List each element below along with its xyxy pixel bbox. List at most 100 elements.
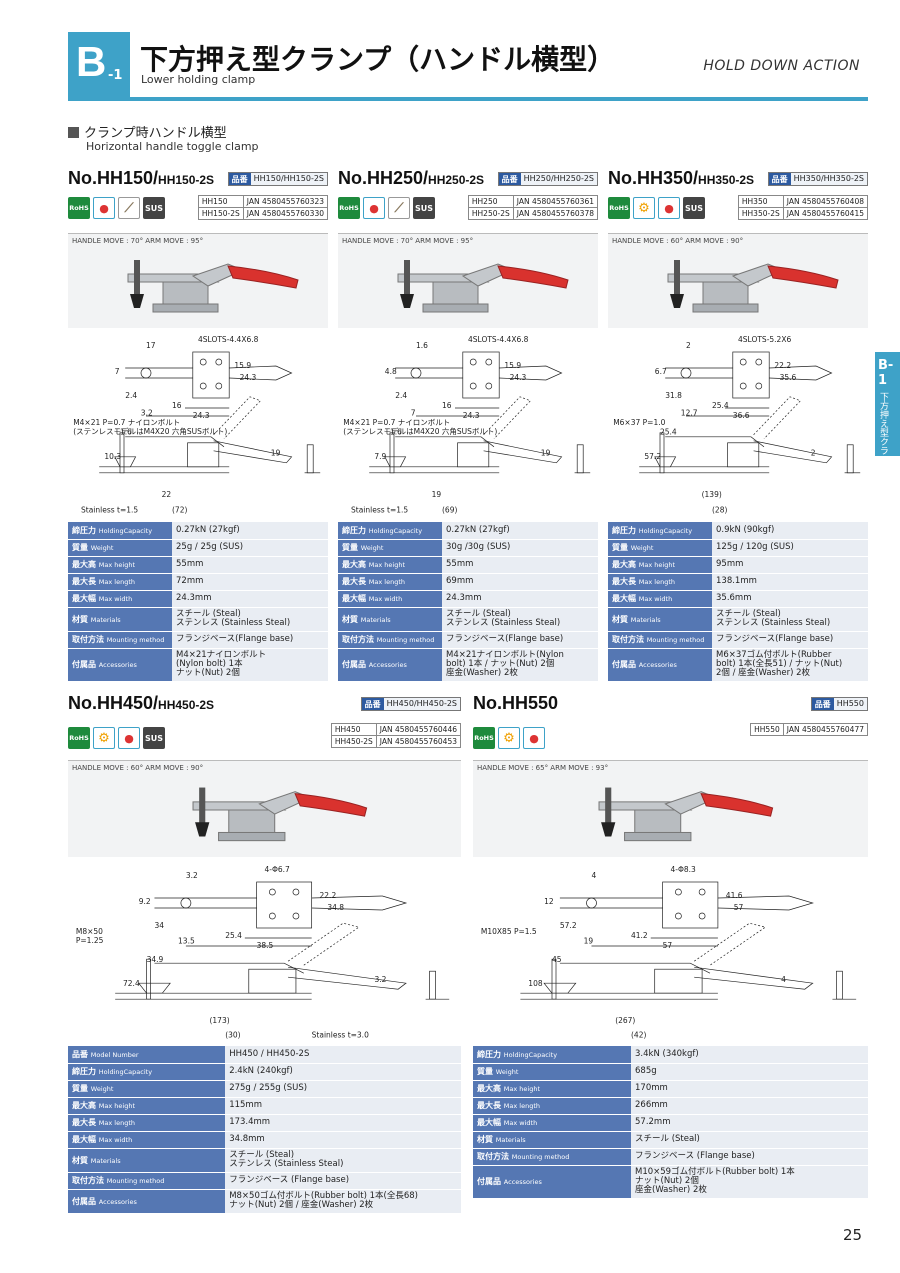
dimension-label: 22 (162, 490, 172, 499)
spec-key-jp: 最大幅 (72, 594, 96, 603)
spec-key-jp: 材質 (612, 614, 628, 624)
spec-key-jp: 締圧力 (342, 525, 366, 535)
steel-material-icon: ⚙ (498, 727, 520, 749)
sus-stainless-icon: SUS (683, 197, 705, 219)
spec-key-en: Max height (638, 561, 676, 569)
stainless-label: Stainless t=1.5 (351, 505, 408, 514)
dimension-label: 4 (781, 975, 786, 984)
bolt-spec-label: M4×21 P=0.7 ナイロンボルト (73, 418, 180, 427)
spec-key: 取付方法 Mounting method (608, 631, 712, 649)
dimension-label: (139) (702, 490, 722, 499)
rubber-cap-icon: ● (93, 197, 115, 219)
dimension-label: 15.9 (504, 361, 521, 370)
spec-key-jp: 最大高 (612, 560, 636, 569)
jan-model: HH550 (750, 723, 784, 736)
dimension-label: 25.4 (712, 401, 729, 410)
dimension-label: 38.5 (257, 941, 274, 950)
product-title-main: No.HH350/ (608, 168, 699, 188)
sus-stainless-icon: SUS (143, 727, 165, 749)
dimension-label: 1.6 (390, 428, 402, 437)
dimension-label: 15.9 (234, 361, 251, 370)
certification-icons: RoHS⚙●SUS (68, 727, 165, 749)
spec-value: 25g / 25g (SUS) (172, 539, 328, 557)
spec-key-jp: 締圧力 (72, 525, 96, 535)
certification-icons: RoHS●⟋SUS (68, 197, 165, 219)
jan-model: HH450 (330, 723, 377, 736)
spec-key-jp: 最大幅 (612, 594, 636, 603)
side-index-tab[interactable]: B-1 下方押え型クランプ (875, 352, 900, 473)
product-photo: HANDLE MOVE : 60° ARM MOVE : 90° (68, 760, 461, 857)
spec-key-jp: 締圧力 (477, 1049, 501, 1059)
spec-key-en: Max height (368, 561, 406, 569)
spec-key-en: Max length (368, 578, 406, 586)
spec-value: 55mm (442, 556, 598, 574)
spec-value: 275g / 255g (SUS) (225, 1080, 461, 1098)
spec-key-en: Mounting method (106, 1177, 165, 1185)
spec-key-en: Mounting method (106, 636, 165, 644)
spec-key-en: Accessories (503, 1178, 542, 1186)
dimension-label: (267) (615, 1016, 635, 1025)
certification-icons: RoHS⚙● (473, 727, 545, 749)
spec-key-jp: 取付方法 (342, 635, 374, 644)
screw-icon: ⟋ (118, 197, 140, 219)
bolt-spec-label: M6×37 P=1.0 (613, 418, 665, 427)
dimension-label: (42) (631, 1031, 646, 1040)
spec-value: M6×37ゴム付ボルト(Rubber bolt) 1本(全長51) / ナット(… (712, 648, 868, 682)
spec-key: 質量 Weight (68, 1080, 226, 1098)
dimension-label: 6.7 (655, 367, 667, 376)
spec-key-en: HoldingCapacity (638, 526, 693, 535)
spec-key: 最大幅 Max width (338, 590, 442, 608)
rubber-cap-icon: ● (363, 197, 385, 219)
spec-key-jp: 品番 (72, 1049, 88, 1059)
rubber-cap-icon: ● (523, 727, 545, 749)
spec-key: 取付方法 Mounting method (68, 1172, 226, 1190)
spec-key: 締圧力 HoldingCapacity (338, 522, 442, 540)
spec-value: 55mm (172, 556, 328, 574)
spec-value: 24.3mm (442, 590, 598, 608)
spec-key-en: Max width (368, 595, 403, 603)
spec-key: 締圧力 HoldingCapacity (473, 1046, 631, 1064)
dimension-label: 34.8 (327, 903, 344, 912)
dimension-label: 2 (811, 448, 816, 457)
certification-icons: RoHS⚙●SUS (608, 197, 705, 219)
dimension-label: 57.2 (560, 921, 577, 930)
dimension-label: 41.6 (726, 891, 743, 900)
screw-icon: ⟋ (388, 197, 410, 219)
product-title-main: No.HH250/ (338, 168, 429, 188)
spec-key-jp: 最大幅 (72, 1135, 96, 1144)
page-number: 25 (843, 1226, 863, 1244)
spec-key-en: HoldingCapacity (98, 1068, 153, 1076)
certification-icons: RoHS●⟋SUS (338, 197, 435, 219)
jan-model: HH450-2S (330, 735, 377, 748)
photo-caption: HANDLE MOVE : 60° ARM MOVE : 90° (612, 237, 744, 245)
dimension-label: 3.2 (375, 975, 387, 984)
spec-key-en: Materials (90, 1156, 121, 1165)
rohs-icon: RoHS (473, 727, 495, 749)
dimension-label: 57 (734, 903, 744, 912)
jan-code: JAN 4580455760415 (782, 207, 869, 220)
spec-key: 最大長 Max length (68, 573, 172, 591)
spec-key-jp: 取付方法 (612, 635, 644, 644)
spec-key: 締圧力 HoldingCapacity (68, 522, 172, 540)
model-tag-key: 品番 (361, 698, 384, 710)
